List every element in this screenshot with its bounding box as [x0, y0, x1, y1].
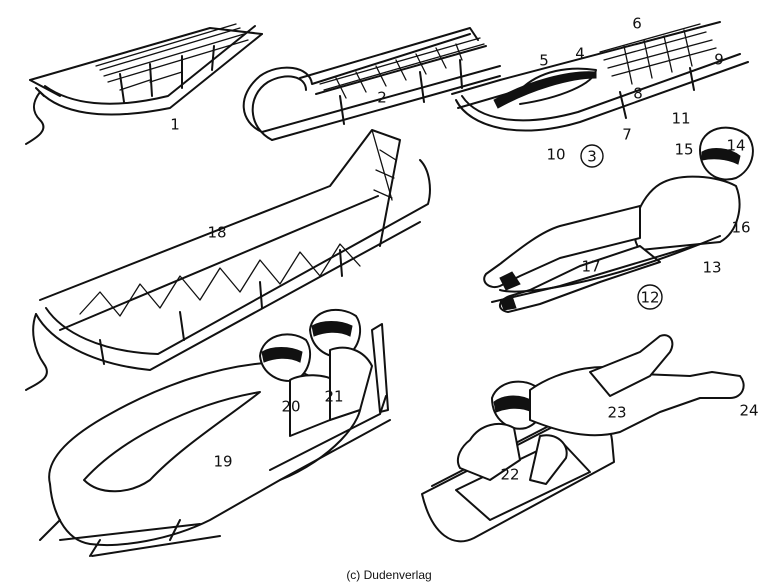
- label-3-circle: [580, 144, 604, 168]
- label-20: 20: [281, 398, 300, 416]
- luge-rider: [483, 126, 754, 313]
- label-23: 23: [607, 404, 626, 422]
- label-6: 6: [632, 15, 642, 33]
- label-17: 17: [581, 258, 600, 276]
- label-4: 4: [575, 45, 585, 63]
- label-12: 12: [640, 289, 659, 307]
- label-5: 5: [539, 52, 549, 70]
- copyright-caption: (c) Dudenverlag: [346, 568, 432, 582]
- bobsled: [39, 308, 391, 557]
- label-18: 18: [207, 224, 226, 242]
- woven-sled: [242, 27, 501, 141]
- label-22: 22: [500, 466, 519, 484]
- label-11: 11: [671, 110, 690, 128]
- part-labels: 1 2 3 4 5 6 7 8 9 10 11 12 13 14 15 16 1…: [170, 15, 758, 484]
- label-19: 19: [213, 453, 232, 471]
- label-24: 24: [739, 402, 758, 420]
- label-10: 10: [546, 146, 565, 164]
- luge-sled: [451, 21, 749, 132]
- label-12-circle: [637, 284, 663, 310]
- wooden-sled: [25, 23, 263, 145]
- label-15: 15: [674, 141, 693, 159]
- label-21: 21: [324, 388, 343, 406]
- sled-drawing: 1 2 3 4 5 6 7 8 9 10 11 12 13 14 15 16 1…: [25, 15, 759, 557]
- label-2: 2: [377, 89, 387, 107]
- label-13: 13: [702, 259, 721, 277]
- label-9: 9: [714, 51, 724, 69]
- label-16: 16: [731, 219, 750, 237]
- frame-sled: [25, 129, 431, 391]
- label-7: 7: [622, 126, 632, 144]
- label-1: 1: [170, 116, 180, 134]
- skeleton-rider: [421, 334, 745, 543]
- label-14: 14: [726, 137, 745, 155]
- label-8: 8: [633, 85, 643, 103]
- label-3: 3: [587, 148, 597, 166]
